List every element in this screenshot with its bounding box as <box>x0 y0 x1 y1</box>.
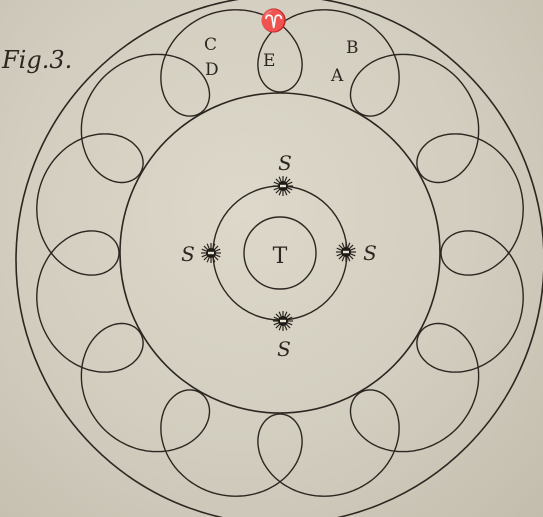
sun-label-top: S <box>278 151 292 175</box>
sun-icon <box>336 242 356 262</box>
sun-top: S <box>273 151 293 196</box>
point-label-e: E <box>263 51 275 71</box>
sun-right: S <box>336 241 377 265</box>
sun-label-left: S <box>181 242 195 266</box>
sun-icon <box>273 311 293 331</box>
sun-label-bottom: S <box>277 337 291 361</box>
sun-bottom: S <box>273 311 293 361</box>
sun-icon <box>273 176 293 196</box>
sun-left: S <box>181 242 221 266</box>
point-label-a: A <box>330 66 344 86</box>
aries-symbol-icon: ♈ <box>260 8 287 34</box>
point-label-b: B <box>346 38 359 58</box>
point-label-c: C <box>204 35 217 55</box>
point-label-d: D <box>205 60 219 80</box>
figure-label: Fig.3. <box>1 46 72 74</box>
center-label-t: T <box>273 244 288 269</box>
sun-icon <box>201 243 221 263</box>
sun-label-right: S <box>363 241 377 265</box>
